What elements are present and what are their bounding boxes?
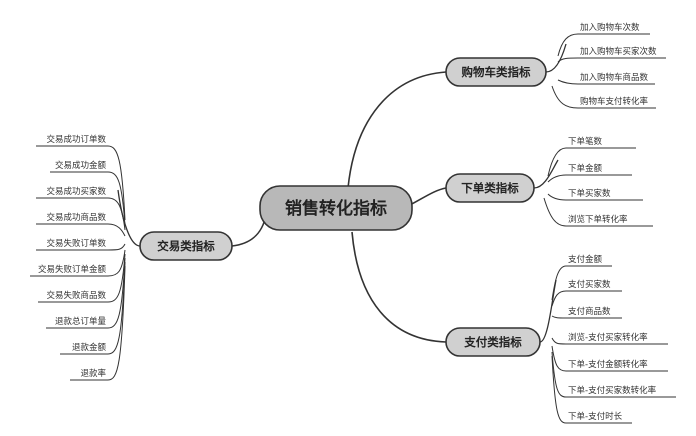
root-node[interactable]: 销售转化指标: [259, 185, 413, 231]
branch-label-trade: 交易类指标: [157, 239, 215, 253]
order-leaves: [543, 147, 653, 227]
branch-node-order[interactable]: 下单类指标: [445, 173, 535, 203]
pay-leaves: [551, 265, 676, 424]
trade-leaves: [30, 145, 126, 381]
leaf-cart-3: 加入购物车商品数: [580, 72, 649, 83]
branch-node-trade[interactable]: 交易类指标: [139, 231, 233, 261]
leaf-order-4: 浏览下单转化率: [568, 214, 628, 225]
order-stem: [533, 159, 559, 189]
leaf-trade-4: 交易成功商品数: [46, 212, 106, 223]
leaf-trade-5: 交易失败订单数: [46, 238, 106, 249]
leaf-trade-2: 交易成功金额: [55, 160, 107, 171]
branch-node-pay[interactable]: 支付类指标: [445, 327, 541, 357]
leaf-cart-1: 加入购物车次数: [580, 22, 640, 33]
leaf-pay-6: 下单-支付买家数转化率: [568, 385, 657, 396]
leaf-trade-7: 交易失败商品数: [46, 290, 106, 301]
leaf-pay-3: 支付商品数: [568, 306, 611, 317]
root-connector-cart: [347, 71, 447, 189]
leaf-trade-8: 退款总订单量: [55, 316, 107, 327]
leaf-pay-5: 下单-支付金额转化率: [568, 359, 648, 370]
leaf-order-1: 下单笔数: [568, 136, 603, 147]
cart-stem: [545, 43, 567, 73]
leaf-trade-6: 交易失败订单金额: [38, 264, 107, 275]
leaf-order-2: 下单金额: [568, 163, 603, 174]
leaf-order-3: 下单买家数: [568, 188, 611, 199]
leaf-pay-4: 浏览-支付买家转化率: [568, 332, 648, 343]
branch-label-cart: 购物车类指标: [462, 65, 531, 79]
leaf-pay-2: 支付买家数: [568, 279, 611, 290]
cart-leaves: [551, 33, 666, 109]
leaf-pay-7: 下单-支付时长: [568, 411, 623, 422]
root-connector-trade: [231, 214, 267, 247]
branch-node-cart[interactable]: 购物车类指标: [445, 57, 547, 87]
root-label: 销售转化指标: [285, 198, 387, 219]
branch-label-pay: 支付类指标: [463, 335, 522, 349]
branch-label-order: 下单类指标: [461, 181, 519, 195]
leaf-trade-9: 退款金额: [72, 342, 107, 353]
trade-stem: [117, 189, 141, 247]
leaf-cart-2: 加入购物车买家次数: [580, 46, 657, 57]
leaf-trade-10: 退款率: [80, 368, 106, 379]
leaf-cart-4: 购物车支付转化率: [580, 96, 649, 107]
root-connector-pay: [351, 231, 447, 343]
leaf-pay-1: 支付金额: [568, 254, 603, 265]
root-connector-order: [409, 187, 447, 206]
leaf-trade-3: 交易成功买家数: [46, 186, 106, 197]
leaf-trade-1: 交易成功订单数: [46, 134, 106, 145]
